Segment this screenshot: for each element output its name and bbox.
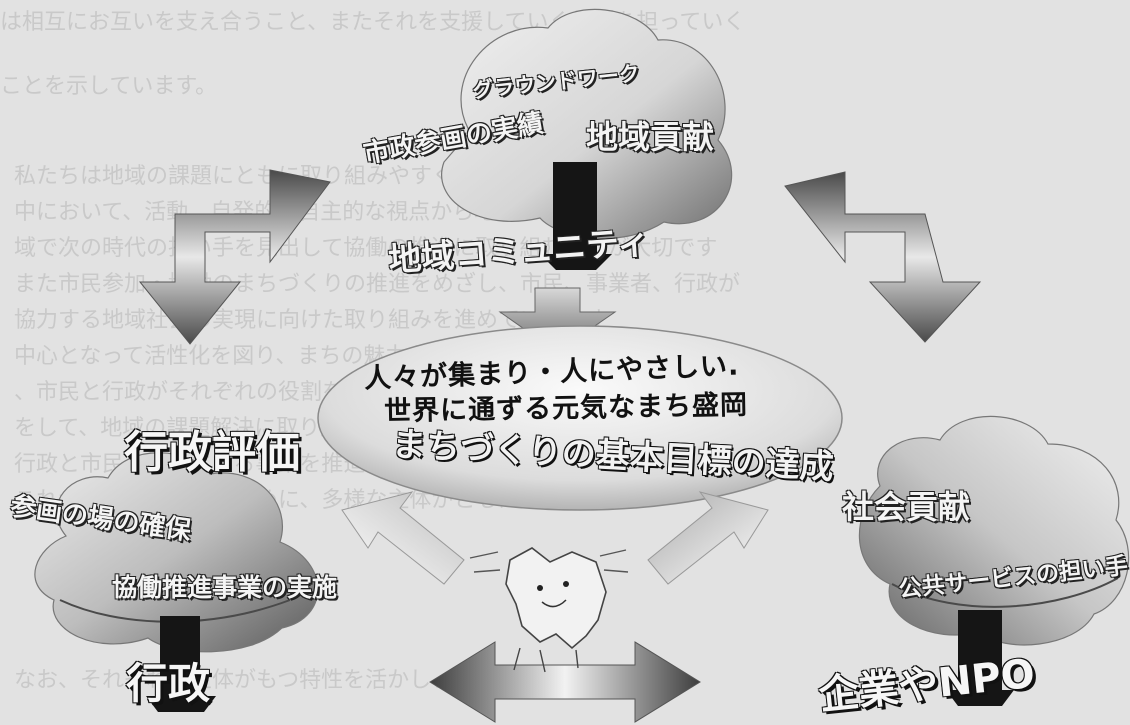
tree-business [858,415,1130,706]
bottom-double-arrow [429,641,701,723]
right-elbow-arrow [784,171,982,343]
left-elbow-arrow [138,169,331,345]
community-right-label: 地域貢献 [586,118,715,156]
tree-community [441,8,733,270]
tree-government [34,452,319,712]
right-up-arrow [647,491,769,585]
goal-ellipse [317,325,843,511]
left-up-arrow [341,491,465,585]
government-header: 行政評価 [124,427,300,478]
government-trunk-label: 行政 [126,659,211,708]
business-label-1: 社会貢献 [842,488,971,526]
government-label-2: 協働推進事業の実施 [112,573,338,602]
mascot-figure [469,547,629,673]
